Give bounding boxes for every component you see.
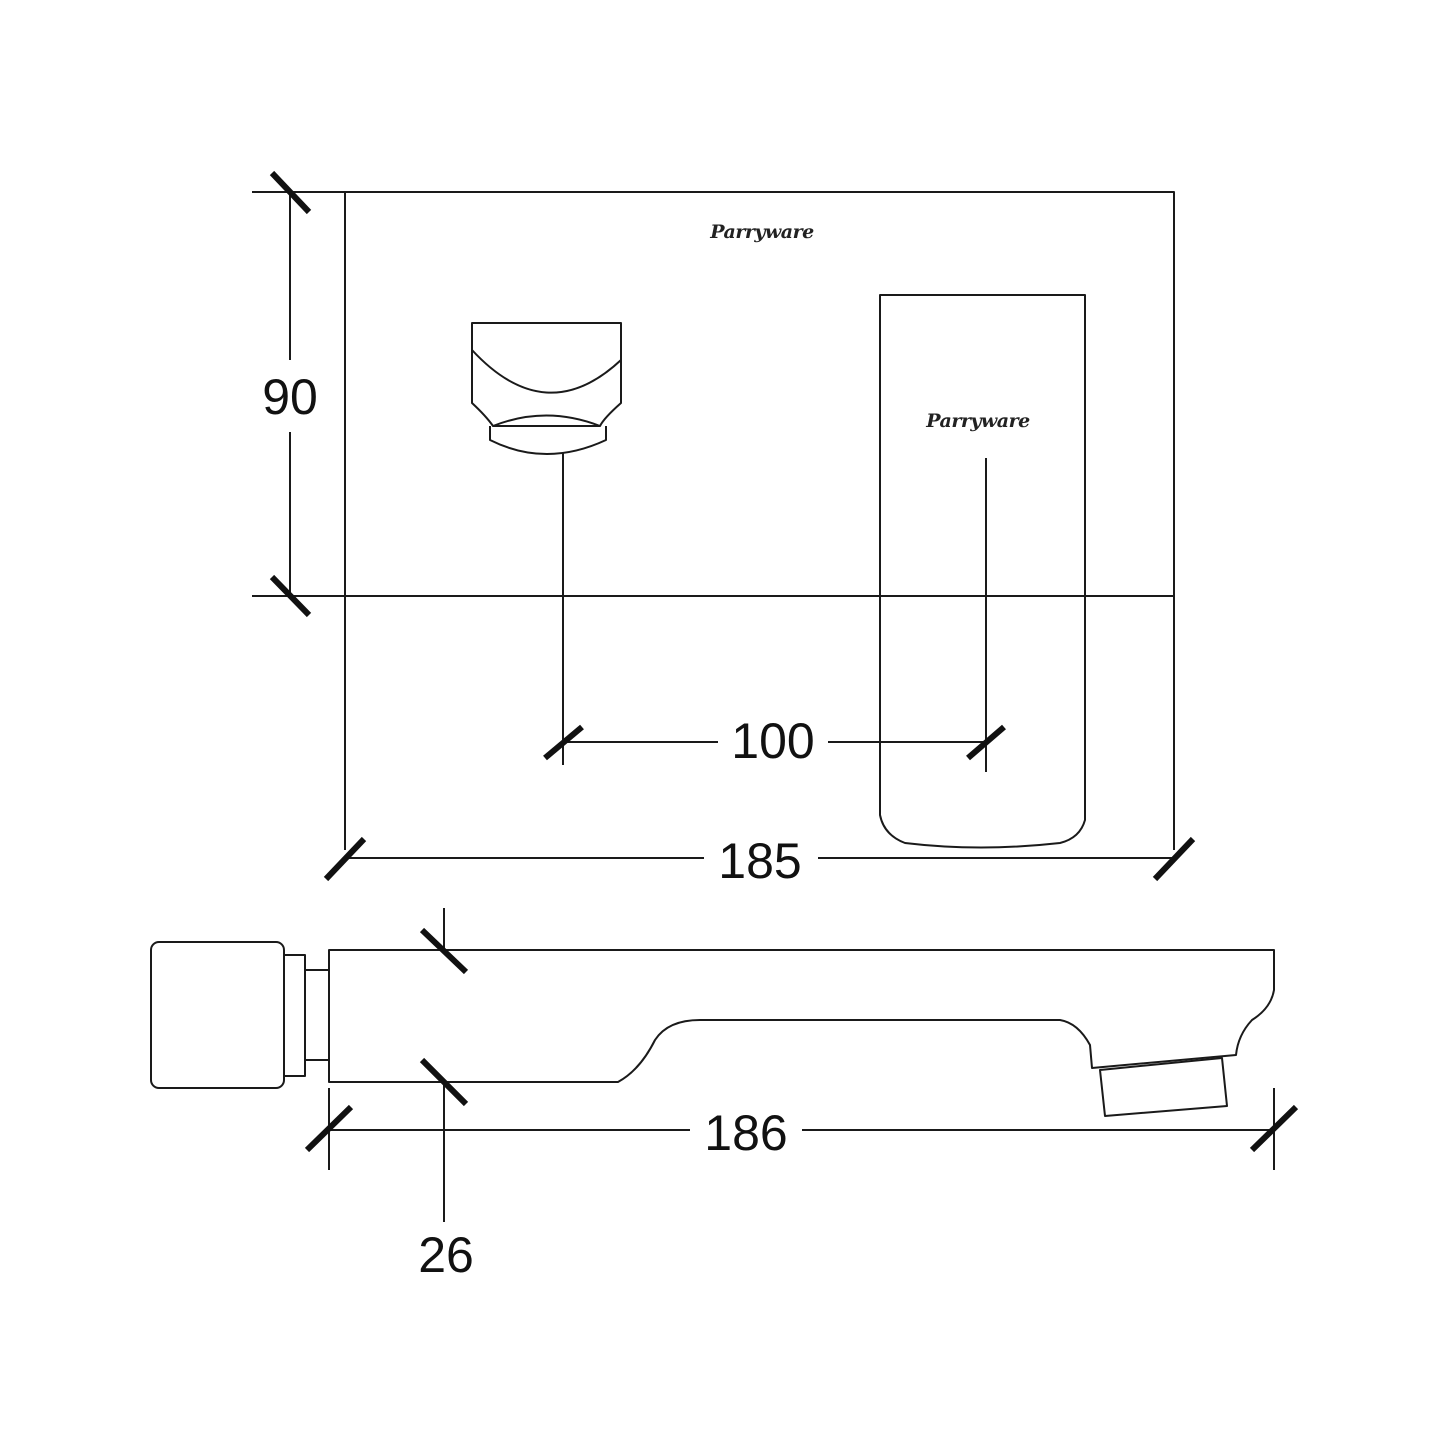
collar-outer [283, 954, 306, 1077]
wall-plate [344, 191, 1175, 597]
dimension-spout-length-label: 186 [704, 1105, 787, 1161]
front-view: Parryware Parryware 90 [252, 170, 1196, 889]
dimension-height-label: 90 [262, 369, 318, 425]
dimension-plate-width: 185 [323, 833, 1196, 889]
dimension-spacing-label: 100 [731, 713, 814, 769]
dimension-spacing: 100 [543, 713, 1006, 769]
brand-logo-plate: Parryware [709, 221, 814, 243]
brand-logo-handle: Parryware [925, 410, 1030, 432]
dimension-depth: 26 [418, 908, 474, 1283]
spout-body-side [328, 949, 1275, 1083]
collar-inner [304, 969, 330, 1061]
spout-front [471, 322, 622, 455]
side-view: 186 26 [150, 908, 1299, 1283]
dimension-plate-width-label: 185 [718, 833, 801, 889]
aerator-side [1099, 1057, 1228, 1117]
dimension-spout-length: 186 [304, 1088, 1299, 1170]
dimension-height: 90 [252, 170, 345, 618]
lever-handle-front: Parryware [879, 294, 1086, 849]
dimension-depth-label: 26 [418, 1227, 474, 1283]
handle-block-side [150, 941, 285, 1089]
